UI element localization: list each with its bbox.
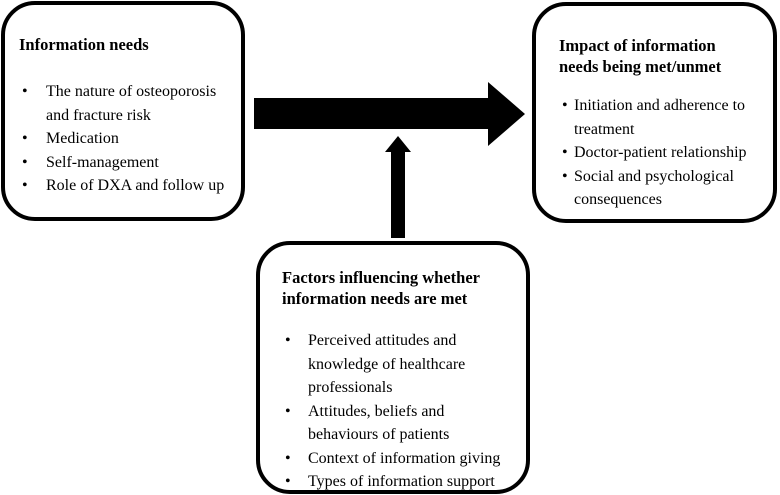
list-item: Attitudes, beliefs and behaviours of pat… <box>282 400 516 447</box>
impact-title: Impact of information needs being met/unm… <box>559 35 761 77</box>
list-item: Initiation and adherence to treatment <box>559 94 761 141</box>
horizontal-arrow <box>254 82 525 146</box>
factors-title: Factors influencing whether information n… <box>282 267 516 309</box>
list-item: Self-management <box>19 151 227 175</box>
vertical-arrow <box>385 136 411 238</box>
impact-list: Initiation and adherence to treatment Do… <box>559 94 761 212</box>
list-item: Doctor-patient relationship <box>559 141 761 165</box>
impact-title-line1: Impact of information <box>559 36 716 55</box>
information-needs-list: The nature of osteoporosis and fracture … <box>19 80 227 198</box>
list-item: The nature of osteoporosis and fracture … <box>19 80 227 127</box>
list-item: Context of information giving <box>282 447 516 471</box>
information-needs-title: Information needs <box>19 35 149 54</box>
list-item: Social and psychological consequences <box>559 165 761 212</box>
impact-title-line2: needs being met/unmet <box>559 57 722 76</box>
list-item: Role of DXA and follow up <box>19 174 227 198</box>
factors-title-line2: information needs are met <box>282 289 468 308</box>
factors-title-line1: Factors influencing whether <box>282 268 480 287</box>
impact-box: Impact of information needs being met/unm… <box>532 2 777 223</box>
list-item: Medication <box>19 127 227 151</box>
factors-list: Perceived attitudes and knowledge of hea… <box>282 329 516 494</box>
list-item: Perceived attitudes and knowledge of hea… <box>282 329 516 400</box>
factors-box: Factors influencing whether information n… <box>256 241 530 494</box>
list-item: Types of information support <box>282 470 516 494</box>
information-needs-box: Information needs The nature of osteopor… <box>1 1 245 221</box>
